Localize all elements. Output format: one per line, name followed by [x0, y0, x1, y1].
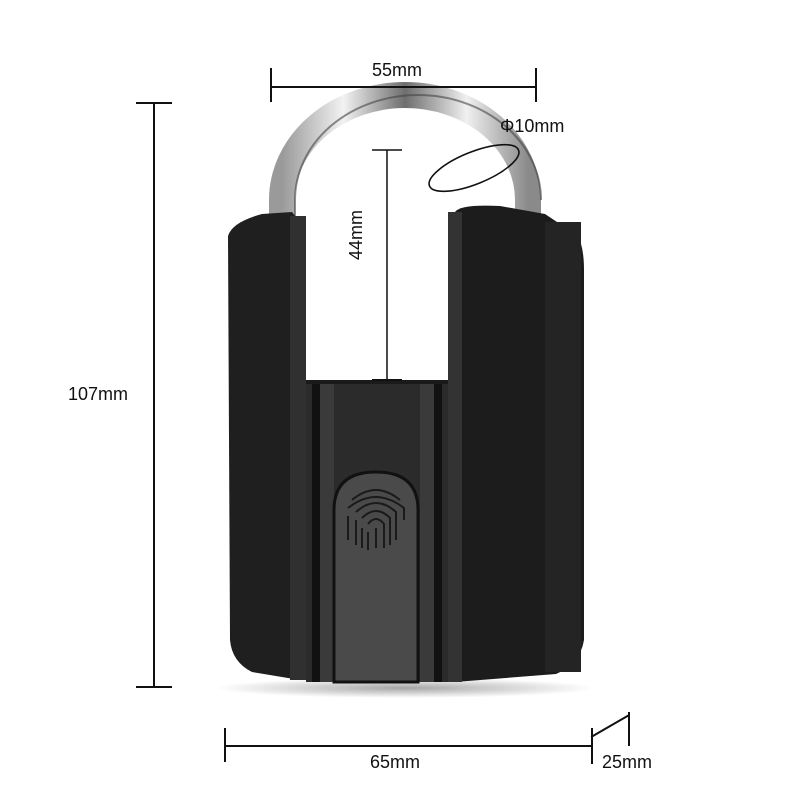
- body-width-tick-right: [591, 728, 593, 764]
- shackle-width-label: 55mm: [372, 60, 423, 80]
- drop-shadow: [215, 678, 595, 698]
- height-tick-top: [136, 102, 172, 104]
- shackle-width-tick-right: [535, 68, 537, 102]
- height-tick-bottom: [136, 686, 172, 688]
- height-label: 107mm: [68, 384, 129, 404]
- body-depth-tick: [628, 712, 630, 746]
- diameter-indicator: [428, 143, 520, 193]
- body-left: [228, 212, 300, 680]
- body-width-label: 65mm: [370, 752, 421, 772]
- shackle-width-tick-left: [270, 68, 272, 102]
- fingerprint-icon: [347, 489, 405, 550]
- shackle-diameter-label: Φ10mm: [500, 116, 565, 136]
- body-width-line: [224, 745, 592, 747]
- height-line: [153, 102, 155, 687]
- shackle-clearance-label: 44mm: [346, 209, 366, 260]
- body-width-tick-left: [224, 728, 226, 762]
- shackle-width-line: [270, 86, 536, 88]
- body-depth-label: 25mm: [602, 752, 653, 772]
